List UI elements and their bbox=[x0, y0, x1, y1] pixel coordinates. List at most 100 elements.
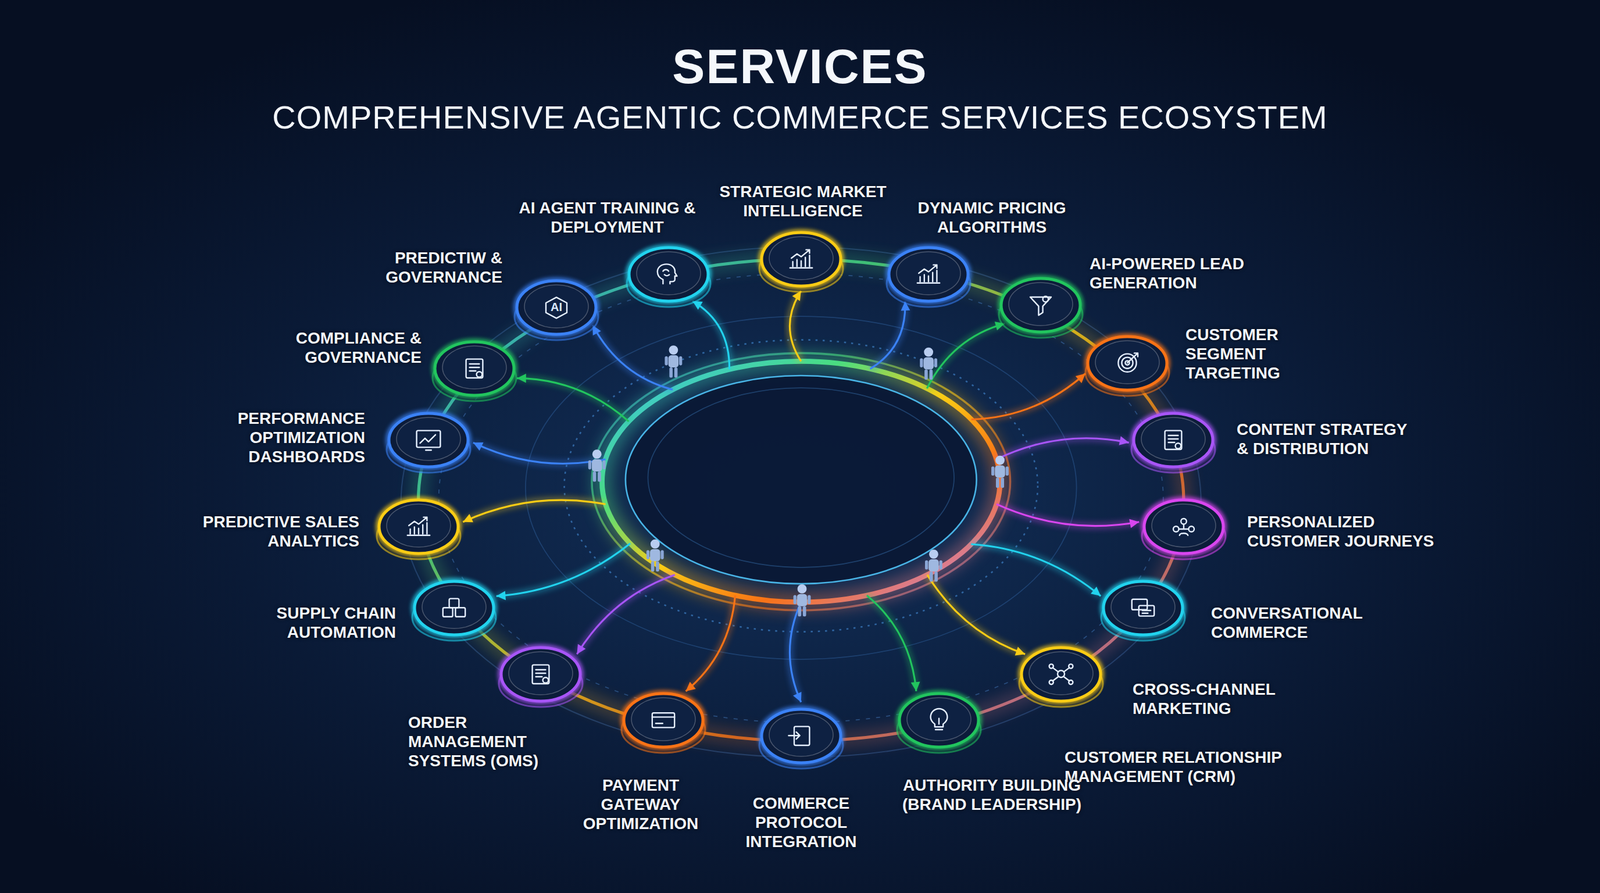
flow-glow bbox=[996, 438, 1130, 460]
service-icon bbox=[443, 598, 466, 617]
puck-rim bbox=[629, 247, 709, 302]
flow-glow bbox=[462, 500, 606, 523]
flow-line bbox=[473, 442, 606, 464]
service-node: DYNAMIC PRICING ALGORITHMS bbox=[880, 237, 977, 310]
icon-stroke bbox=[536, 669, 546, 677]
service-label: CONVERSATIONAL COMMERCE bbox=[1211, 603, 1374, 642]
service-label: PREDICTIVE SALES ANALYTICS bbox=[173, 512, 360, 551]
service-label: PAYMENT GATEWAY OPTIMIZATION bbox=[573, 775, 708, 834]
icon-stroke bbox=[662, 269, 670, 277]
glow-puck bbox=[615, 683, 712, 756]
flow-glow bbox=[927, 575, 1025, 655]
icon-stroke bbox=[1165, 430, 1182, 450]
robot-agent bbox=[664, 345, 682, 378]
robot-agents bbox=[588, 345, 1009, 617]
glow-puck bbox=[993, 268, 1089, 341]
flow-line bbox=[686, 595, 736, 692]
robot-agent bbox=[991, 455, 1009, 488]
service-label: CONTENT STRATEGY & DISTRIBUTION bbox=[1236, 419, 1423, 459]
puck-rim bbox=[434, 341, 514, 396]
flow-glow bbox=[789, 602, 801, 703]
glow-puck bbox=[370, 489, 467, 563]
service-icon bbox=[917, 265, 940, 284]
service-icon bbox=[930, 708, 948, 730]
puck-glow bbox=[434, 341, 514, 396]
puck-glow bbox=[1021, 647, 1101, 702]
flow-glow bbox=[970, 544, 1101, 596]
icon-stroke bbox=[1173, 526, 1180, 532]
puck-glow bbox=[388, 413, 469, 467]
service-node: COMMERCE PROTOCOL INTEGRATION bbox=[753, 698, 850, 772]
puck-glow bbox=[1144, 500, 1224, 554]
flow-glow bbox=[996, 504, 1139, 526]
robot-agent bbox=[793, 584, 812, 617]
icon-stroke bbox=[935, 718, 943, 730]
puck-face bbox=[769, 713, 834, 757]
icon-stroke bbox=[1175, 443, 1182, 449]
flow-glow bbox=[870, 301, 906, 369]
flow-line bbox=[870, 301, 906, 369]
service-label: DYNAMIC PRICING ALGORITHMS bbox=[904, 198, 1080, 237]
puck-face bbox=[906, 697, 971, 741]
puck-glow bbox=[888, 247, 969, 302]
arrow-head bbox=[496, 590, 506, 600]
icon-stroke bbox=[1138, 605, 1155, 617]
puck-glow bbox=[761, 232, 841, 287]
orbit-rings bbox=[401, 247, 1202, 758]
puck-rim bbox=[623, 693, 703, 748]
icon-stroke bbox=[407, 534, 430, 537]
puck-rim bbox=[414, 581, 494, 635]
flow-line bbox=[789, 290, 801, 362]
puck-rim bbox=[761, 232, 841, 287]
service-node: CUSTOMER SEGMENT TARGETING bbox=[1079, 326, 1176, 399]
arrow-head bbox=[1119, 436, 1130, 445]
puck-rim bbox=[1144, 500, 1224, 554]
puck-rim bbox=[1001, 278, 1081, 332]
robot-agent bbox=[646, 539, 664, 572]
icon-stroke bbox=[443, 607, 453, 617]
puck-rim bbox=[761, 709, 841, 763]
service-node: ORDER MANAGEMENT SYSTEMS (OMS) bbox=[493, 637, 589, 710]
glow-puck bbox=[1095, 570, 1192, 644]
puck-glow bbox=[516, 280, 596, 335]
service-label: STRATEGIC MARKET INTELLIGENCE bbox=[709, 181, 896, 221]
flow-glow bbox=[692, 301, 730, 370]
service-icon bbox=[1118, 352, 1138, 372]
icon-stroke bbox=[790, 267, 813, 269]
arrow-head bbox=[516, 373, 527, 384]
flow-line bbox=[970, 544, 1101, 596]
puck-face bbox=[1141, 417, 1206, 461]
service-node: SUPPLY CHAIN AUTOMATION bbox=[406, 570, 503, 644]
arrow-head bbox=[473, 442, 484, 451]
service-label: PERFORMANCE OPTIMIZATION DASHBOARDS bbox=[222, 408, 366, 467]
service-label: COMMERCE PROTOCOL INTEGRATION bbox=[737, 793, 866, 852]
puck-face bbox=[769, 236, 834, 280]
service-label: CUSTOMER SEGMENT TARGETING bbox=[1185, 325, 1302, 383]
service-icon bbox=[788, 726, 810, 746]
puck-rim bbox=[516, 280, 596, 335]
flow-line bbox=[789, 602, 801, 703]
service-node: AI-POWERED LEAD GENERATION bbox=[993, 268, 1089, 341]
icon-stroke bbox=[652, 712, 675, 728]
puck-glow bbox=[1133, 413, 1213, 467]
icon-stroke bbox=[917, 282, 940, 284]
icon-stroke bbox=[543, 677, 549, 684]
flow-line bbox=[576, 575, 675, 655]
flow-glow bbox=[473, 442, 606, 464]
puck-glow bbox=[414, 581, 494, 635]
flow-glow bbox=[516, 378, 630, 422]
icon-stroke bbox=[918, 265, 937, 274]
flow-line bbox=[926, 323, 1005, 389]
icon-stroke bbox=[455, 607, 466, 617]
flow-glow bbox=[789, 290, 801, 362]
arrow-head bbox=[1015, 647, 1026, 656]
service-node: PREDICTIVE SALES ANALYTICS bbox=[370, 489, 467, 563]
puck-face bbox=[1008, 282, 1073, 326]
icon-stroke bbox=[1142, 610, 1151, 614]
arrow-head bbox=[911, 681, 921, 692]
puck-glow bbox=[1087, 336, 1167, 391]
puck-rim bbox=[1103, 581, 1183, 635]
glow-puck bbox=[880, 237, 977, 310]
service-label: SUPPLY CHAIN AUTOMATION bbox=[256, 603, 396, 642]
